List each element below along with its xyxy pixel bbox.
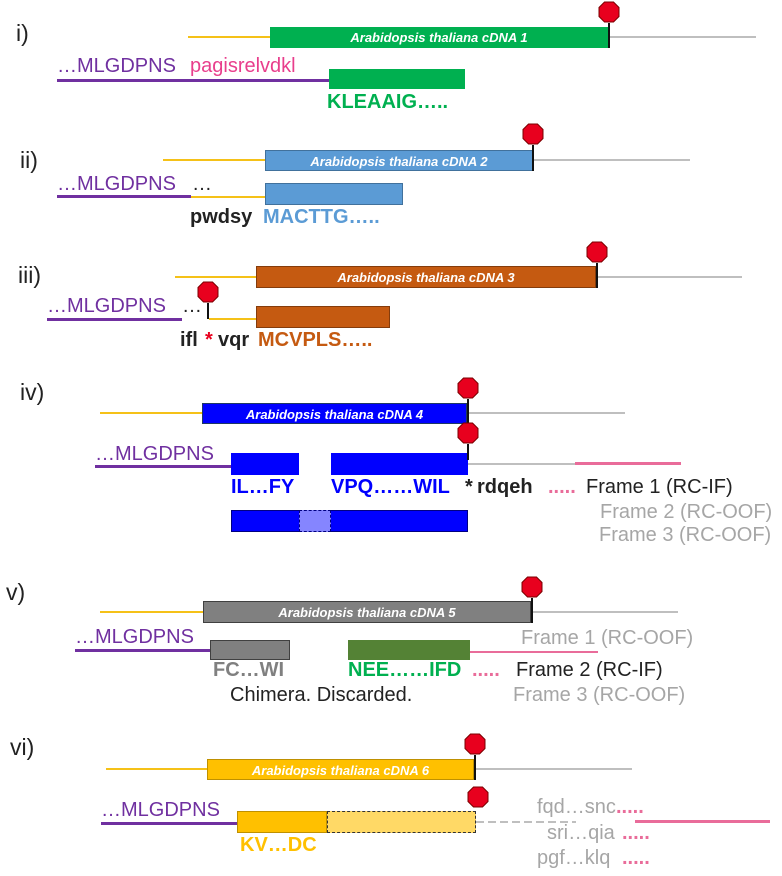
panel-ii-utr5-line	[163, 159, 265, 161]
panel-v-utr3-line	[531, 611, 678, 613]
panel-i-frame-seq: pagisrelvdkl	[190, 55, 296, 77]
panel-iv-stop-char: *	[465, 476, 473, 498]
panel-v-label: v)	[6, 579, 26, 605]
panel-vi-pink-tail	[635, 820, 770, 823]
panel-vi-orf-bar	[237, 811, 327, 833]
panel-i-orf-seq: KLEAAIG…..	[327, 91, 449, 113]
panel-iv-prefix: …MLGDPNS	[95, 443, 214, 465]
panel-iv-gray-tail	[468, 463, 680, 465]
panel-v-prefix: …MLGDPNS	[75, 626, 194, 648]
panel-iv-prefix-underline	[95, 465, 231, 468]
panel-v-chimera-note: Chimera. Discarded.	[230, 684, 413, 706]
panel-iii-prefix: …MLGDPNS	[47, 295, 166, 317]
panel-vi-utr3-line	[474, 768, 632, 770]
panel-i-utr5-line	[188, 36, 270, 38]
panel-ii-yellow-line	[191, 196, 265, 198]
panel-iii-label: iii)	[18, 262, 41, 288]
panel-iv-frame3: Frame 3 (RC-OOF)	[599, 524, 772, 546]
panel-vi-orf-seq: KV…DC	[240, 834, 317, 856]
panel-iv-pink-tail	[575, 462, 681, 465]
panel-iii-utr3-line	[596, 276, 742, 278]
panel-vi-utr5-line	[106, 768, 207, 770]
panel-iv-utr5-line	[100, 412, 202, 414]
panel-ii-utr3-line	[533, 159, 690, 161]
panel-iv-frag1-bar	[231, 453, 299, 475]
panel-i-utr3-line	[608, 36, 756, 38]
panel-i-prefix: …MLGDPNS	[57, 55, 176, 77]
panel-ii-ellipsis: …	[192, 173, 212, 195]
panel-vi-alt2-dots: .....	[622, 822, 650, 844]
stop-sign-icon	[457, 422, 479, 444]
panel-iii-orf-bar	[256, 306, 390, 328]
panel-iii-prefix-underline	[47, 318, 182, 321]
panel-v-frag1-seq: FC…WI	[213, 659, 285, 681]
panel-vi-label: vi)	[10, 734, 35, 760]
panel-iv-frame2: Frame 2 (RC-OOF)	[600, 501, 773, 523]
panel-iv-frag2-seq: VPQ……WIL	[331, 476, 450, 498]
panel-v-frame1: Frame 1 (RC-OOF)	[521, 627, 694, 649]
panel-vi-alt1-dots: .....	[616, 796, 644, 818]
panel-iii-utr5-line	[175, 276, 256, 278]
panel-vi-alt2: sri…qia	[547, 822, 615, 844]
panel-v-pink-tail	[470, 651, 598, 653]
panel-i-prefix-underline	[57, 79, 329, 82]
panel-v-prefix-underline	[75, 649, 211, 652]
panel-iv-merged-gap	[299, 510, 331, 532]
stop-sign-icon	[521, 576, 543, 598]
panel-v-frag1-bar	[210, 640, 290, 660]
panel-v-frag2-seq: NEE……IFD	[348, 659, 462, 681]
panel-iv-tail-dots: .....	[548, 476, 576, 498]
panel-vi-ext-bar	[327, 811, 476, 833]
panel-iii-lead-a: ifl	[180, 329, 198, 351]
stop-sign-icon	[598, 1, 620, 23]
stop-sign-icon	[457, 377, 479, 399]
panel-iv-label: iv)	[20, 379, 45, 405]
panel-vi-dashed-tail	[476, 821, 576, 823]
panel-iv-cdna-bar: Arabidopsis thaliana cDNA 4	[202, 403, 467, 424]
panel-ii-prefix: …MLGDPNS	[57, 173, 176, 195]
panel-iii-cdna-bar: Arabidopsis thaliana cDNA 3	[256, 266, 596, 288]
panel-ii-prefix-underline	[57, 195, 191, 198]
panel-iv-frame1: Frame 1 (RC-IF)	[586, 476, 733, 498]
panel-iv-utr3-line	[467, 412, 625, 414]
panel-v-frame3: Frame 3 (RC-OOF)	[513, 684, 686, 706]
panel-vi-prefix: …MLGDPNS	[101, 799, 220, 821]
panel-iii-yellow-line	[209, 318, 256, 320]
stop-sign-icon	[586, 241, 608, 263]
panel-v-utr5-line	[100, 611, 203, 613]
panel-iv-merged-bar	[231, 510, 468, 532]
panel-v-frame2: Frame 2 (RC-IF)	[516, 659, 663, 681]
panel-iii-ellipsis: …	[182, 295, 202, 317]
panel-ii-cdna-bar: Arabidopsis thaliana cDNA 2	[265, 150, 533, 171]
panel-v-cdna-bar: Arabidopsis thaliana cDNA 5	[203, 601, 531, 623]
panel-i-cdna-bar: Arabidopsis thaliana cDNA 1	[270, 27, 608, 48]
panel-ii-label: ii)	[20, 147, 38, 173]
panel-vi-alt3-dots: .....	[622, 847, 650, 869]
stop-sign-icon	[467, 786, 489, 808]
panel-iii-stop-char: *	[205, 329, 213, 351]
panel-iv-tail-seq: rdqeh	[477, 476, 533, 498]
panel-ii-lead-seq: pwdsy	[190, 206, 253, 228]
panel-vi-alt1: fqd…snc	[537, 796, 616, 818]
panel-v-tail-dots: .....	[472, 659, 500, 681]
panel-i-orf-bar	[329, 69, 465, 89]
panel-iv-frag1-seq: IL…FY	[231, 476, 295, 498]
panel-v-frag2-bar	[348, 640, 470, 660]
panel-ii-orf-seq: MACTTG…..	[263, 206, 380, 228]
panel-ii-orf-bar	[265, 183, 403, 205]
stop-sign-icon	[197, 281, 219, 303]
panel-i-label: i)	[16, 20, 29, 46]
panel-iii-lead-b: vqr	[218, 329, 250, 351]
panel-vi-prefix-underline	[101, 822, 238, 825]
panel-iv-frag2-bar	[331, 453, 468, 475]
stop-sign-icon	[464, 733, 486, 755]
panel-vi-alt3: pgf…klq	[537, 847, 611, 869]
stop-sign-icon	[522, 123, 544, 145]
panel-iii-orf-seq: MCVPLS…..	[258, 329, 373, 351]
panel-vi-cdna-bar: Arabidopsis thaliana cDNA 6	[207, 759, 474, 780]
